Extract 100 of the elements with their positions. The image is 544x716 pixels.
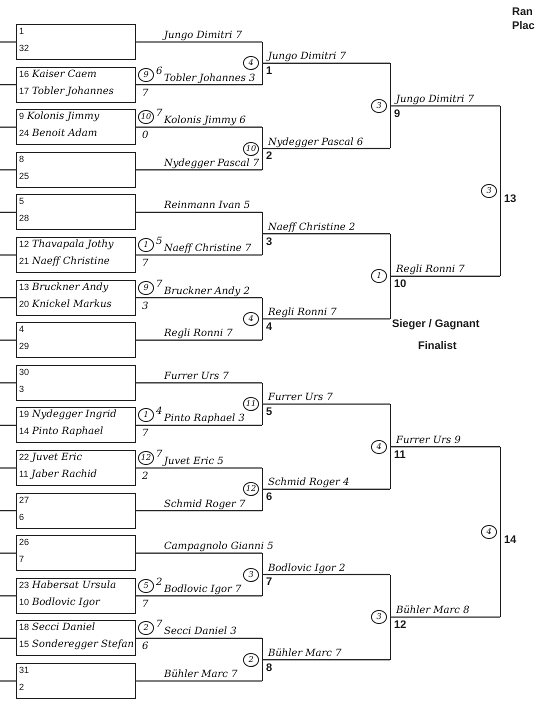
seed-number: 29: [19, 341, 30, 352]
draw-box: [16, 109, 136, 146]
match-number: 7: [266, 576, 272, 588]
seed-number: 25: [19, 170, 30, 181]
edge-label: Bodlovic Igor 7: [164, 584, 242, 595]
edge-label: Nydegger Pascal 7: [164, 158, 260, 169]
bracket-line: [136, 424, 262, 426]
edge-label: Regli Ronni 7: [164, 328, 233, 340]
circled-number: 1: [138, 408, 154, 422]
edge-label: Secci Daniel 3: [164, 626, 237, 638]
edge-label: Regli Ronni 7: [268, 306, 337, 318]
circled-number: 3: [481, 184, 497, 198]
edge-label: Furrer Urs 9: [396, 434, 461, 446]
player-name: Kaiser Caem: [32, 68, 97, 80]
edge-label: Jungo Dimitri 7: [268, 51, 346, 62]
edge-label: Furrer Urs 7: [164, 370, 229, 382]
score: 0: [142, 130, 148, 142]
seed-number: 21: [19, 256, 30, 266]
score: 5: [156, 236, 162, 247]
edge-label: Kolonis Jimmy 6: [164, 115, 246, 126]
circled-number: 1: [371, 269, 387, 284]
seed-number: 30: [19, 366, 30, 377]
bracket-line: [136, 638, 262, 640]
score: 7: [156, 278, 162, 290]
player-name: Bruckner Andy: [32, 282, 108, 293]
seed-number: 4: [19, 324, 24, 334]
match-number: 4: [266, 320, 272, 333]
seed-number: 12: [19, 239, 30, 249]
seed-number: 23: [19, 580, 30, 590]
player-name: Secci Daniel: [32, 622, 96, 634]
edge-label: Campagnolo Gianni 5: [164, 541, 274, 552]
bracket-line: [262, 574, 390, 576]
score: 7: [156, 449, 162, 460]
seed-number: 11: [19, 469, 28, 479]
match-number: 12: [394, 619, 406, 632]
match-number: 1: [266, 65, 272, 78]
bracket-line: [136, 382, 262, 384]
edge-label: Regli Ronni 7: [396, 264, 465, 276]
edge-label: Nydegger Pascal 6: [268, 136, 364, 148]
edge-label: Jungo Dimitri 7: [164, 30, 242, 41]
score: 7: [142, 598, 148, 610]
draw-box: [16, 24, 136, 60]
match-number: 5: [266, 406, 272, 418]
edge-label: Naeff Christine 2: [268, 222, 356, 233]
seed-number: 8: [19, 154, 24, 164]
player-name: Thavapala Jothy: [32, 239, 114, 250]
seed-number: 14: [19, 426, 30, 436]
player-name: Sonderegger Stefan: [32, 639, 134, 650]
match-number: 10: [394, 278, 406, 290]
match-number: 13: [504, 193, 516, 206]
circled-number: 4: [481, 524, 497, 539]
bracket-line: [262, 148, 390, 150]
circled-number: 9: [138, 68, 154, 82]
circled-number: 5: [138, 578, 154, 593]
draw-box: [16, 492, 136, 529]
player-name: Nydegger Ingrid: [32, 409, 117, 420]
bracket-line: [136, 41, 262, 43]
circled-number: 3: [371, 610, 387, 624]
seed-number: 22: [19, 452, 30, 462]
edge-label: Bühler Marc 8: [396, 605, 470, 616]
score: 7: [142, 258, 148, 269]
seed-number: 9: [19, 111, 24, 122]
draw-box: [16, 535, 136, 572]
player-name: Habersat Ursula: [32, 580, 116, 591]
bracket-line: [136, 84, 262, 86]
circled-number: 1: [138, 238, 154, 252]
seed-number: 1: [19, 26, 24, 36]
seed-number: 15: [19, 639, 30, 650]
bracket-line: [262, 62, 390, 64]
match-number: 9: [394, 108, 400, 120]
edge-label: Bühler Marc 7: [268, 648, 342, 659]
bracket-line: [262, 403, 390, 405]
seed-number: 2: [19, 682, 24, 692]
edge-label: Furrer Urs 7: [268, 392, 333, 404]
circled-number: 12: [138, 451, 154, 465]
circled-number: 12: [243, 482, 259, 496]
seed-number: 10: [19, 596, 30, 607]
circled-number: 9: [138, 280, 154, 295]
edge-label: Bruckner Andy 2: [164, 286, 250, 297]
draw-box: [16, 663, 136, 699]
score: 2: [156, 576, 162, 588]
heading-text: Finalist: [418, 340, 457, 352]
seed-number: 7: [19, 554, 24, 564]
player-name: Naeff Christine: [32, 256, 110, 267]
edge-label: Jungo Dimitri 7: [396, 94, 474, 105]
bracket-line: [136, 680, 262, 682]
circled-number: 4: [243, 56, 259, 70]
seed-number: 31: [19, 665, 30, 675]
bracket-line: [136, 552, 262, 554]
bracket-line: [136, 126, 262, 128]
bracket-line: [136, 340, 262, 341]
circled-number: 4: [243, 312, 259, 326]
bracket-line: [136, 212, 262, 214]
edge-label: Bühler Marc 7: [164, 669, 238, 680]
circled-number: 11: [243, 397, 259, 412]
seed-number: 18: [19, 622, 30, 632]
edge-label: Schmid Roger 7: [164, 498, 246, 510]
bracket-line: [390, 276, 500, 277]
bracket-line: [390, 446, 500, 448]
bracket-line: [390, 616, 500, 618]
